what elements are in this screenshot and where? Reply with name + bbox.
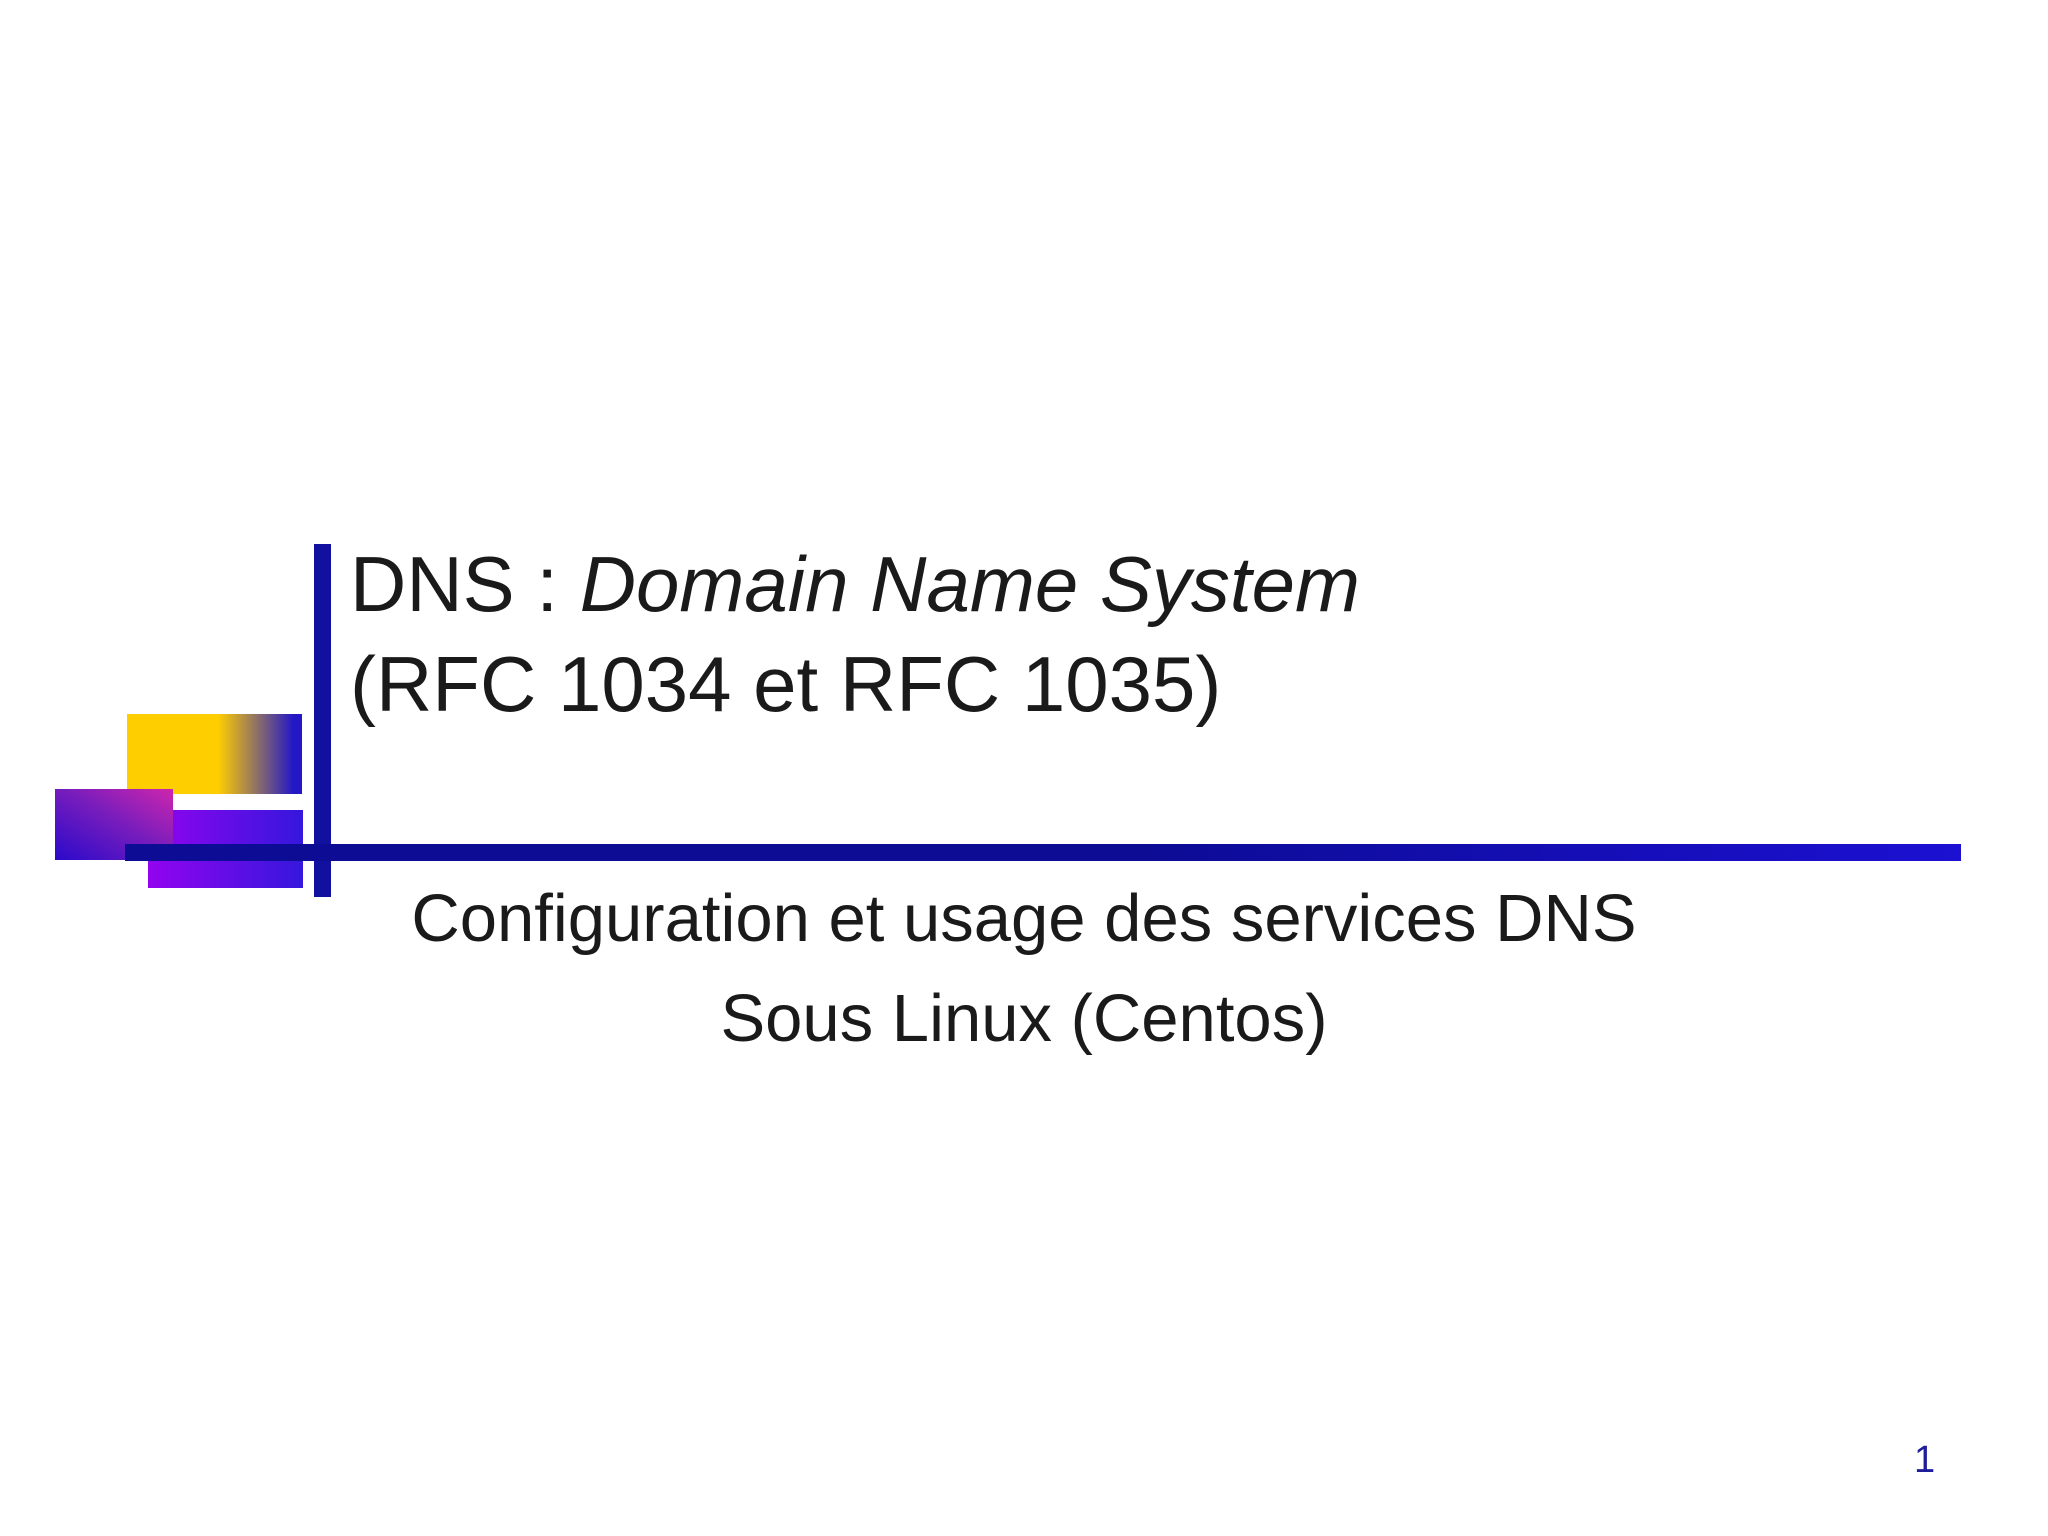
slide-subtitle-line1: Configuration et usage des services DNS	[411, 881, 1637, 956]
slide-title-line1-regular: DNS :	[350, 540, 580, 628]
vertical-accent-bar	[314, 544, 331, 897]
slide-title-line1-italic: Domain Name System	[579, 540, 1360, 628]
horizontal-accent-line	[125, 844, 1961, 861]
slide-title: DNS : Domain Name System (RFC 1034 et RF…	[350, 534, 1360, 734]
yellow-gradient-rect-decor	[127, 714, 302, 794]
slide-subtitle-line2: Sous Linux (Centos)	[720, 981, 1328, 1056]
slide-subtitle: Configuration et usage des services DNS …	[0, 869, 2048, 1069]
slide-title-line1: DNS : Domain Name System	[350, 534, 1360, 634]
slide-title-line2: (RFC 1034 et RFC 1035)	[350, 640, 1222, 728]
page-number: 1	[1914, 1439, 1936, 1481]
